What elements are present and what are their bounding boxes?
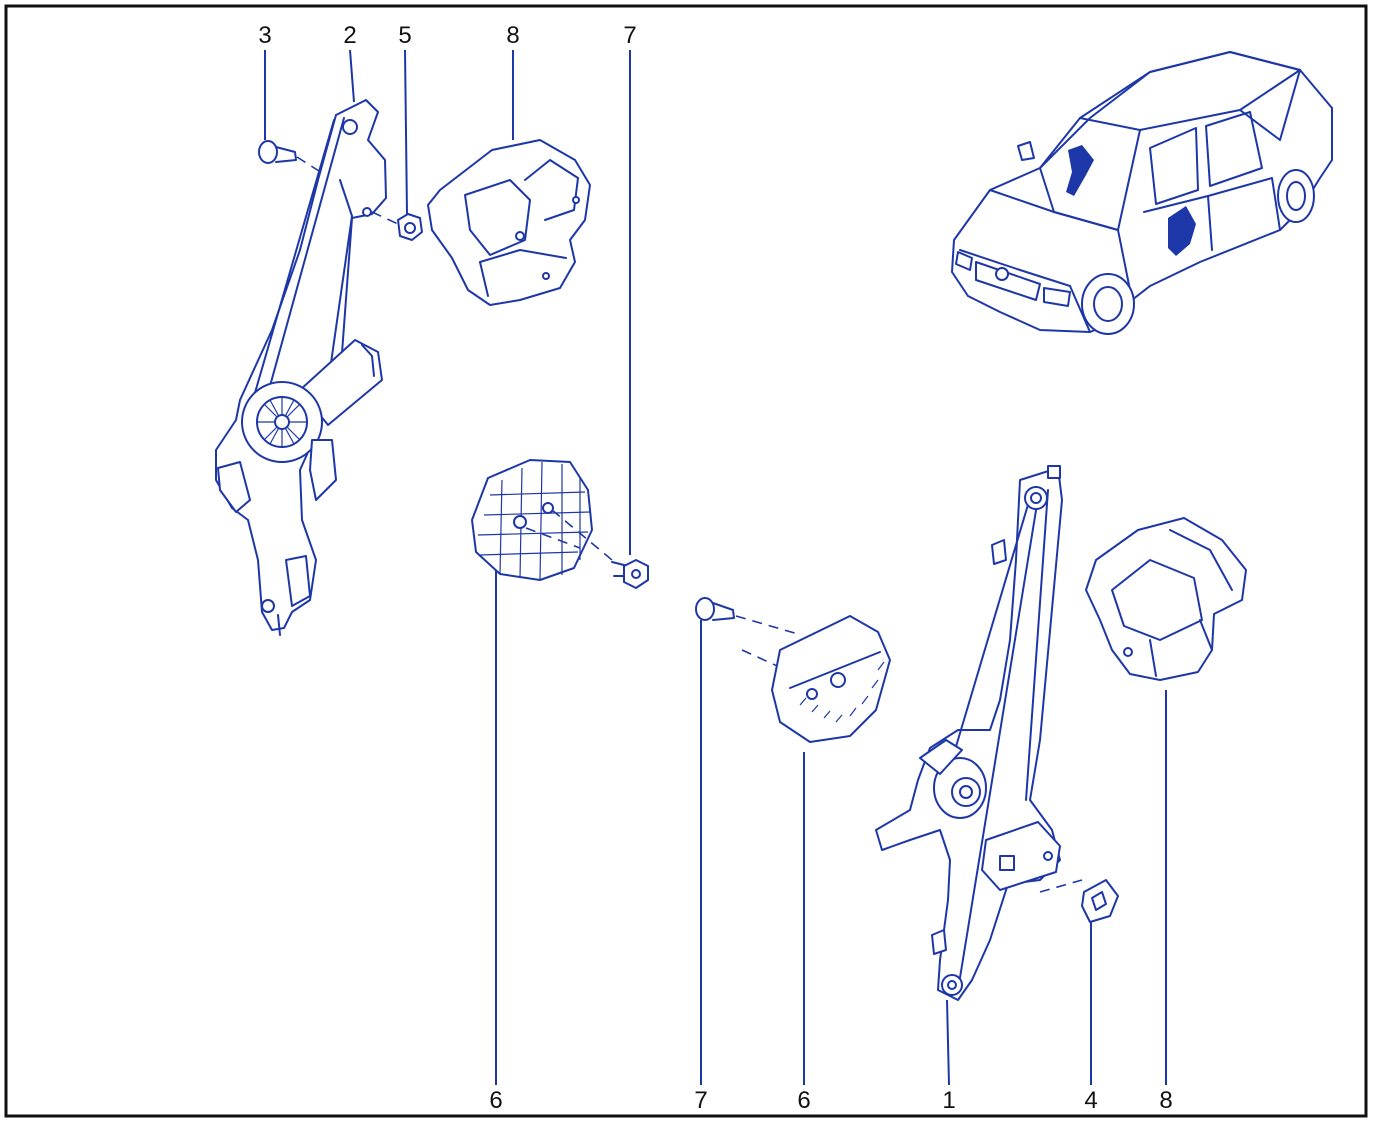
callout-bottom-7: 7 [694, 1087, 707, 1114]
callout-bottom-1: 1 [942, 1087, 955, 1114]
car-illustration-icon [951, 51, 1333, 335]
screw-7-center-icon [611, 559, 649, 589]
clip-4-icon [1081, 879, 1119, 923]
speaker-holder-6-right-icon [771, 615, 891, 743]
callout-bottom-6b: 6 [797, 1087, 810, 1114]
rear-window-regulator-icon [215, 99, 387, 636]
callout-top-7: 7 [623, 22, 636, 49]
callout-top-3: 3 [258, 22, 271, 49]
callout-top-2: 2 [343, 22, 356, 49]
callout-top-5: 5 [398, 22, 411, 49]
trim-cover-8-top-icon [427, 139, 591, 306]
speaker-cover-6-left-icon [471, 459, 613, 581]
callout-bottom-8: 8 [1159, 1087, 1172, 1114]
callout-top-8: 8 [506, 22, 519, 49]
callout-bottom-6a: 6 [489, 1087, 502, 1114]
diagram-frame [4, 4, 1368, 1118]
front-window-regulator-icon [875, 465, 1083, 1001]
nut-5-icon [371, 211, 423, 241]
callout-bottom-4: 4 [1084, 1087, 1097, 1114]
screw-3-icon [258, 140, 331, 179]
leader-lines [264, 49, 1167, 1086]
trim-cover-8-right-icon [1085, 517, 1247, 681]
